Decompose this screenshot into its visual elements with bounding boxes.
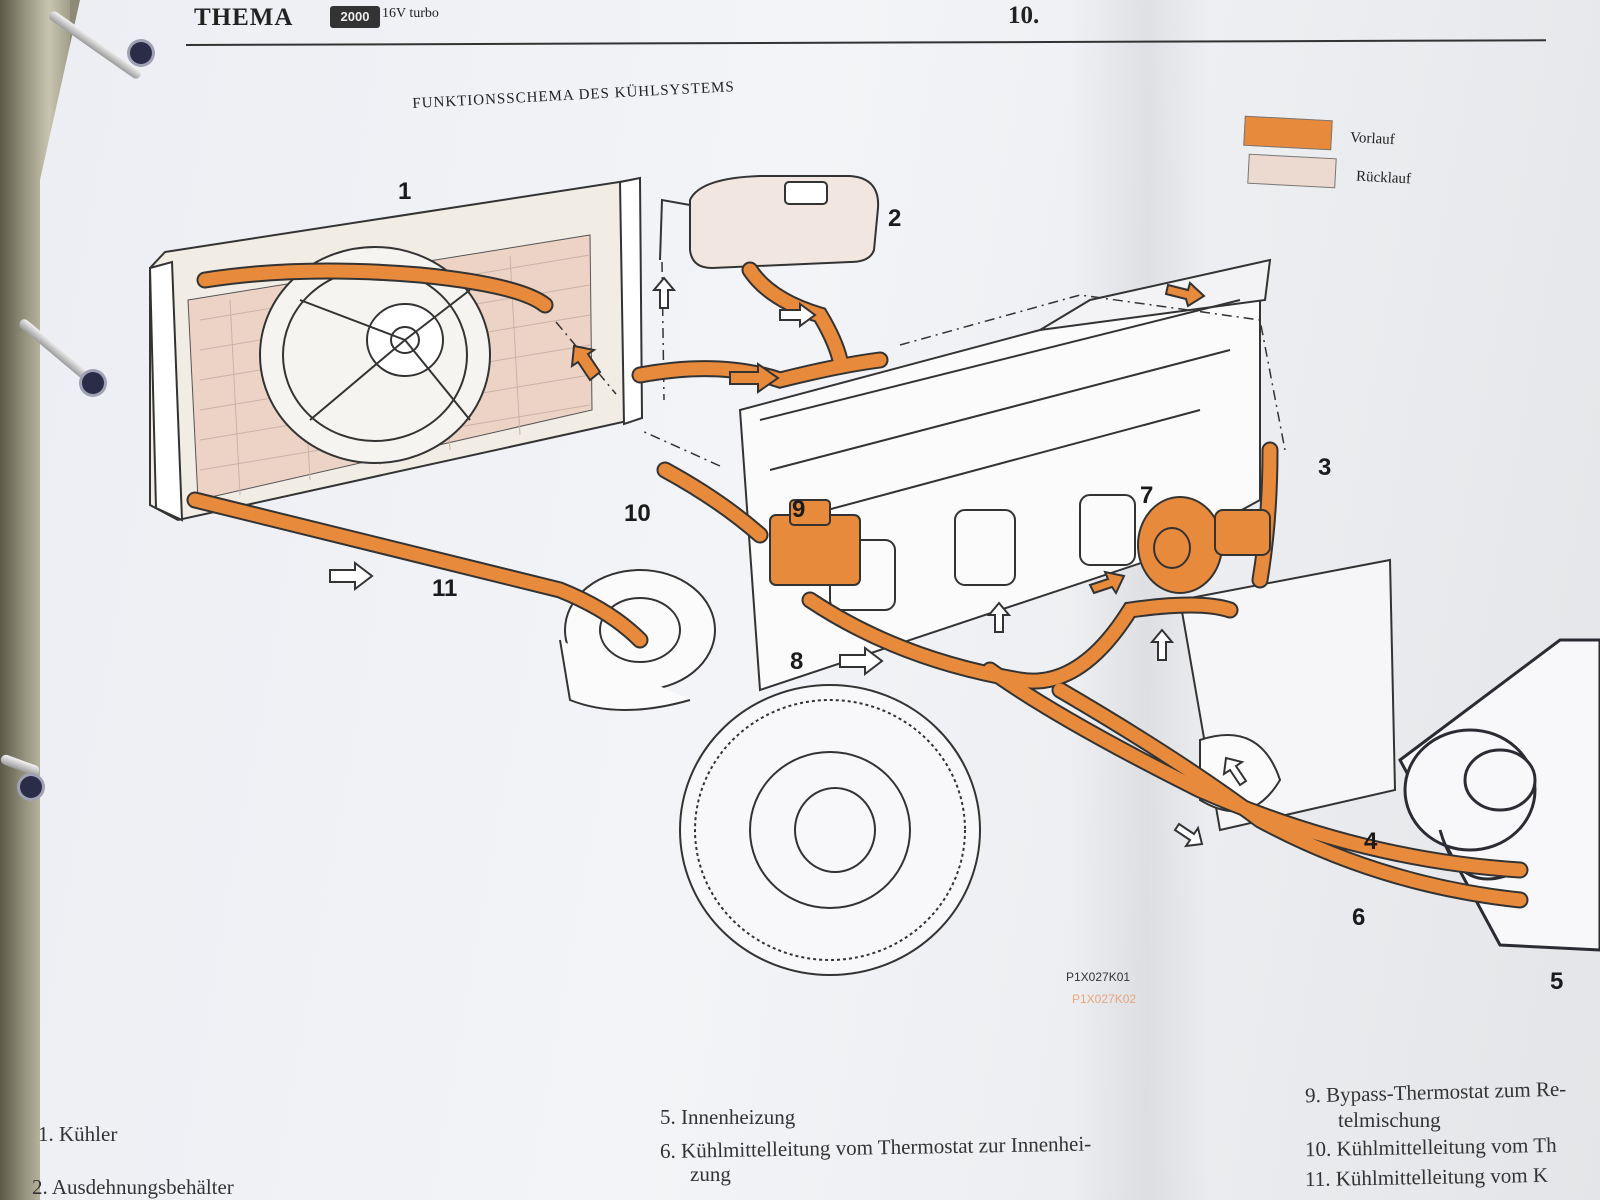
binder-ring: [82, 372, 104, 394]
parts-list-item: zung: [690, 1162, 731, 1186]
callout-6: 6: [1352, 904, 1366, 931]
radiator-fan: [259, 246, 491, 464]
parts-list-item: 2. Ausdehnungsbehälter: [32, 1175, 234, 1199]
water-pump: [1137, 496, 1271, 594]
callout-9: 9: [792, 496, 806, 523]
header-subtitle: 16V turbo: [382, 6, 439, 21]
flywheel: [679, 684, 981, 976]
cabin-heater-unit: [1398, 638, 1600, 952]
expansion-tank: [659, 175, 880, 270]
drawing-code-secondary: P1X027K02: [1072, 992, 1137, 1006]
flow-arrow: [329, 276, 1248, 848]
callout-2: 2: [888, 205, 902, 232]
callout-10: 10: [624, 500, 651, 527]
callout-11: 11: [432, 575, 458, 602]
parts-list-item: telmischung: [1338, 1108, 1441, 1132]
flow-arrow: [570, 281, 1206, 596]
parts-list-item: 5. Innenheizung: [660, 1105, 796, 1129]
binder-ring: [20, 776, 42, 798]
bypass-thermostat: [769, 499, 861, 586]
callout-3: 3: [1318, 454, 1332, 481]
parts-list-item: 10. Kühlmittelleitung vom Th: [1304, 1132, 1557, 1162]
model-badge: 2000: [330, 6, 380, 28]
callout-7: 7: [1140, 482, 1154, 509]
section-number: 10.: [1008, 2, 1040, 29]
binder-ring: [130, 42, 152, 64]
callout-8: 8: [790, 648, 804, 675]
callout-5: 5: [1550, 968, 1564, 995]
callout-4: 4: [1364, 828, 1378, 855]
parts-list-item: 1. Kühler: [38, 1122, 118, 1146]
drawing-code-primary: P1X027K01: [1066, 970, 1131, 984]
parts-list-item: 11. Kühlmittelleitung vom K: [1304, 1162, 1549, 1192]
callout-1: 1: [398, 178, 412, 205]
header-title: THEMA: [194, 4, 294, 31]
